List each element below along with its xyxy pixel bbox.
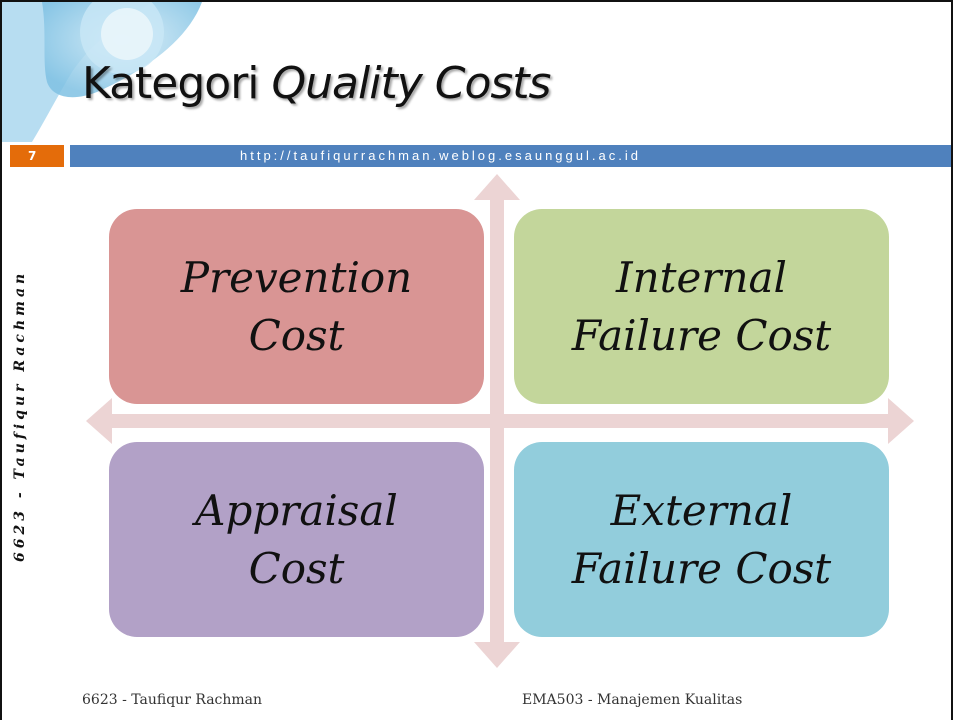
url-banner: http://taufiqurrachman.weblog.esaunggul.… xyxy=(70,145,951,167)
quadrant-internal-failure-cost: Internal Failure Cost xyxy=(514,209,889,404)
slide-number: 7 xyxy=(10,145,64,167)
decorative-swirl xyxy=(2,2,202,142)
quadrant-appraisal-cost: Appraisal Cost xyxy=(109,442,484,637)
quadrant-line: External xyxy=(610,485,793,535)
quadrant-prevention-cost: Prevention Cost xyxy=(109,209,484,404)
quadrant-line: Cost xyxy=(248,543,345,593)
title-main: Kategori xyxy=(82,58,260,109)
quadrant-line: Cost xyxy=(248,310,345,360)
footer-course: EMA503 - Manajemen Kualitas xyxy=(522,692,743,708)
slide-title: Kategori Quality Costs xyxy=(82,58,552,109)
quadrant-line: Failure Cost xyxy=(571,543,832,593)
quadrant-external-failure-cost: External Failure Cost xyxy=(514,442,889,637)
quadrant-line: Appraisal xyxy=(195,485,398,535)
quadrant-line: Prevention xyxy=(180,252,413,302)
title-italic: Quality Costs xyxy=(271,58,552,109)
footer-author: 6623 - Taufiqur Rachman xyxy=(82,692,263,708)
quadrant-line: Failure Cost xyxy=(571,310,832,360)
quadrant-line: Internal xyxy=(616,252,787,302)
